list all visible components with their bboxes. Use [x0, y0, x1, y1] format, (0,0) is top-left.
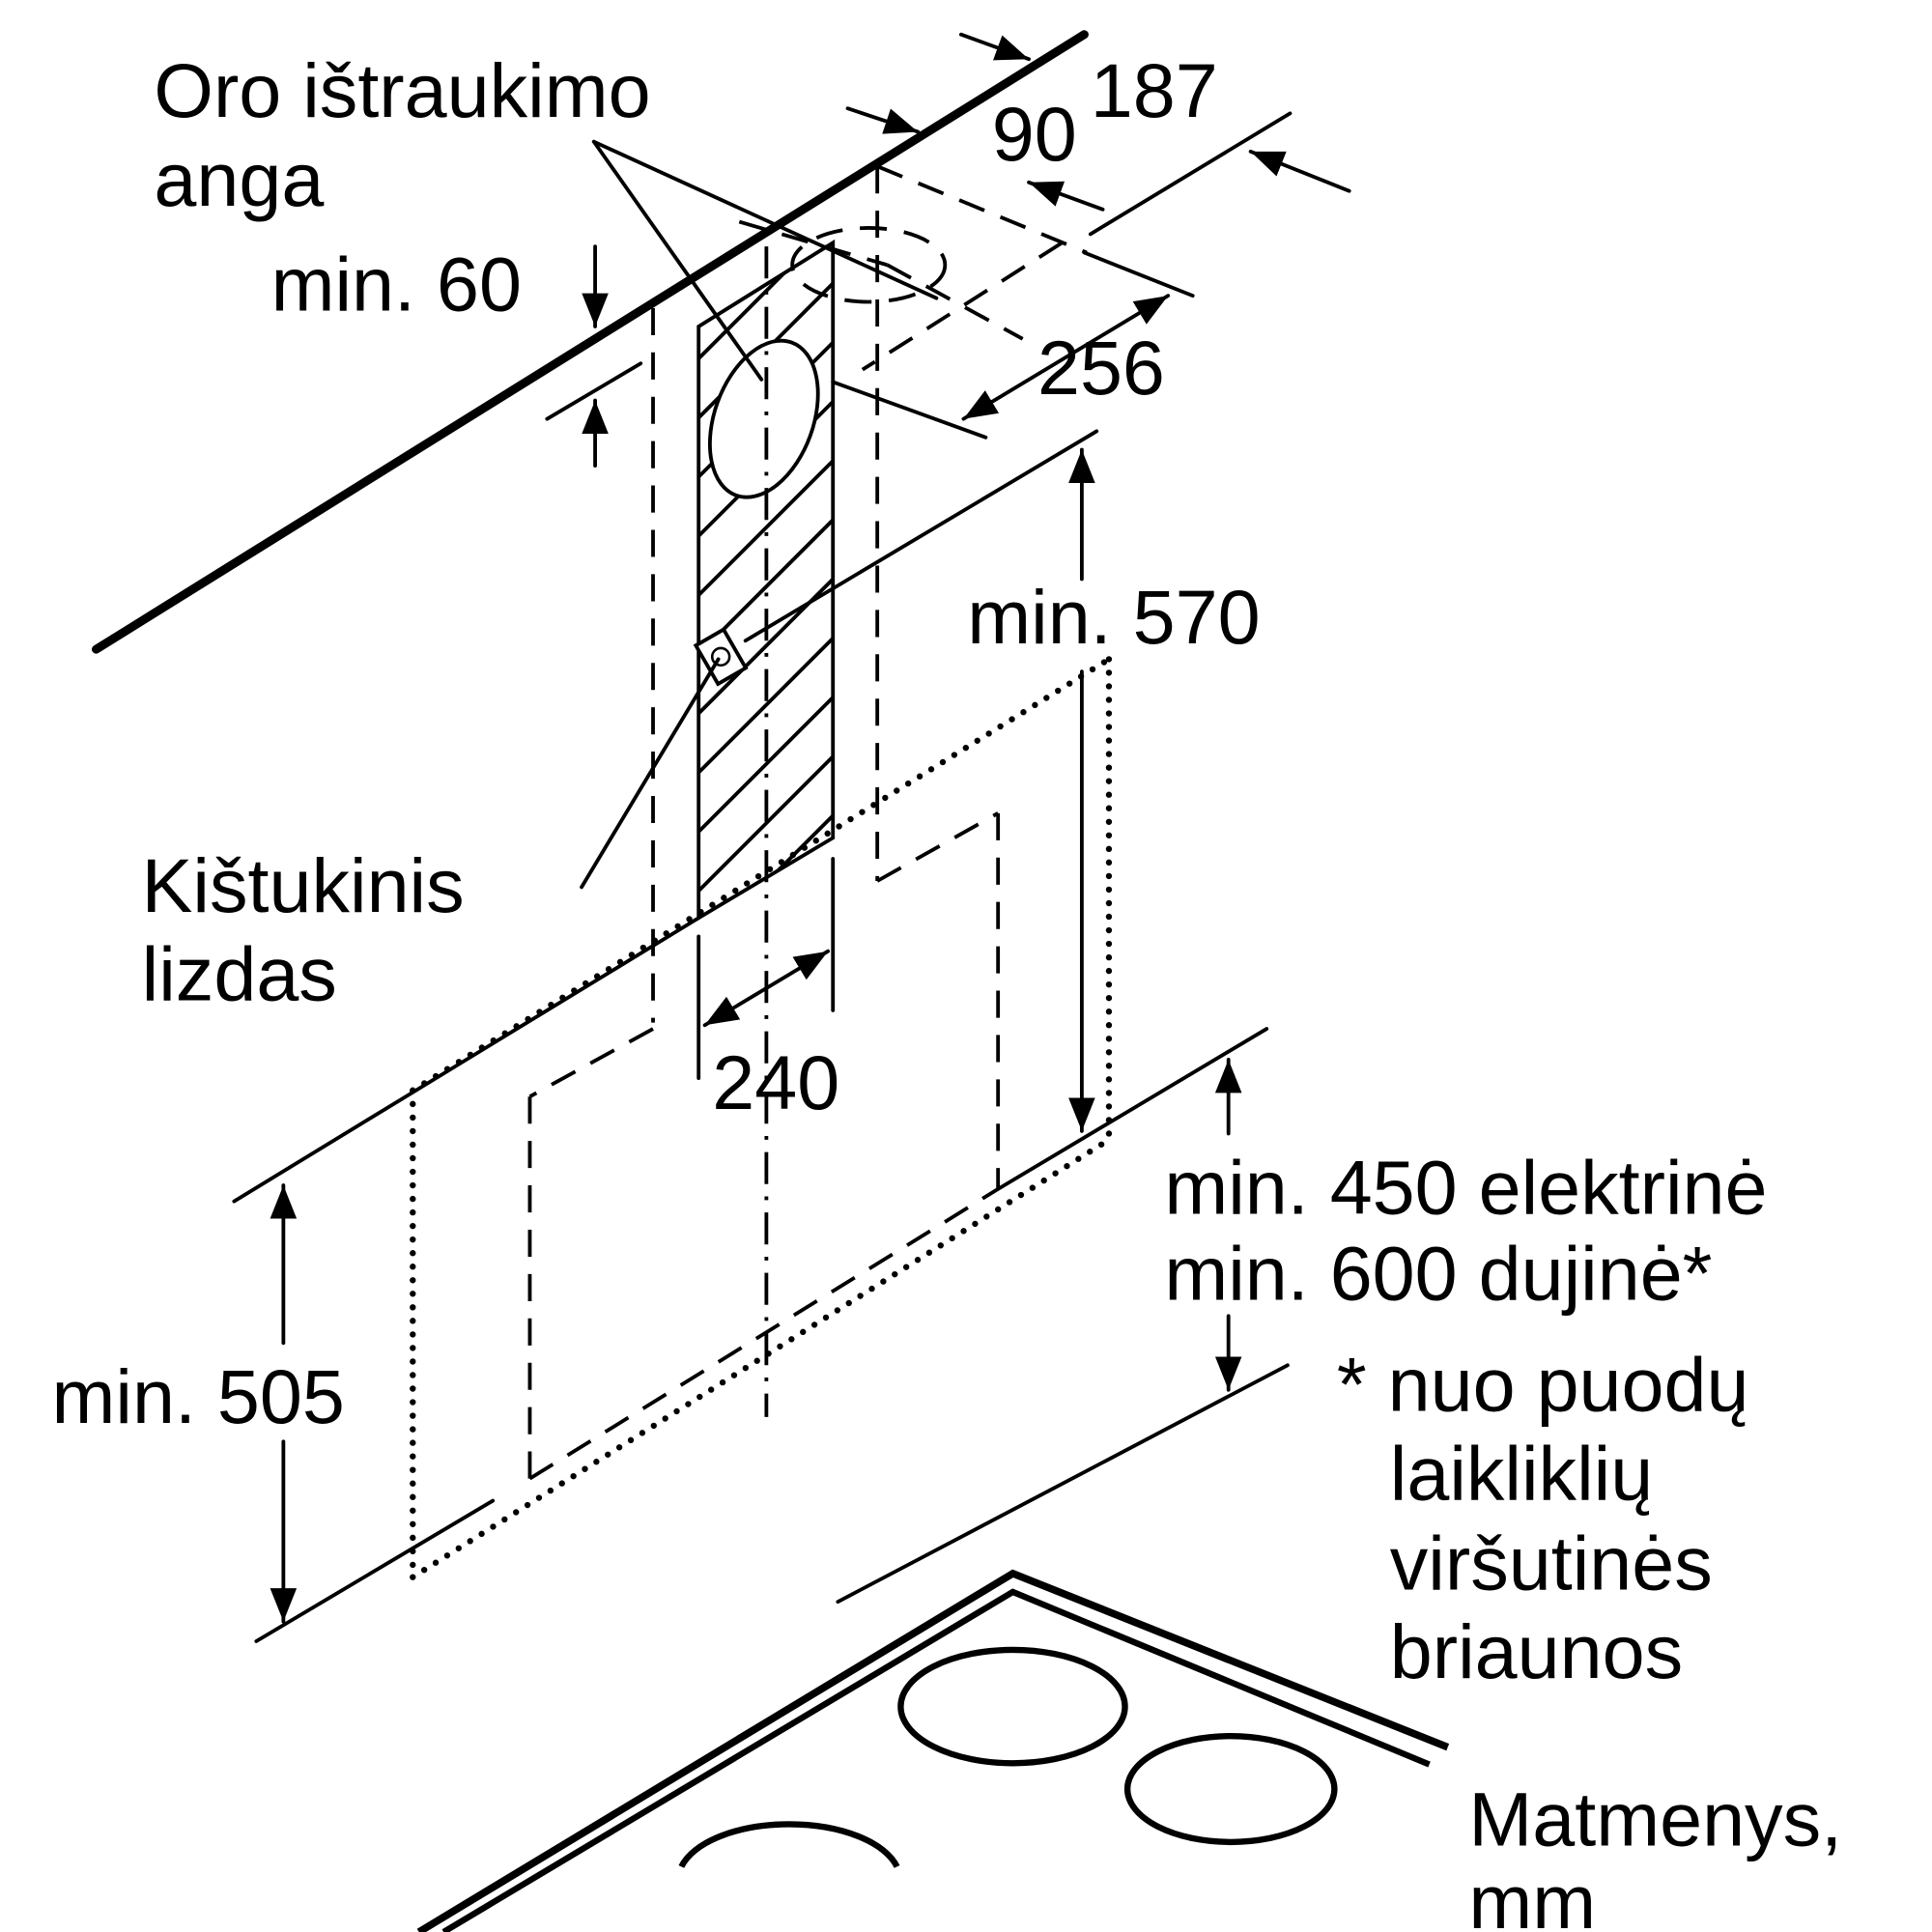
- label-min600: min. 600 dujinė*: [1164, 1231, 1712, 1317]
- label-min450: min. 450 elektrinė: [1164, 1144, 1767, 1230]
- label-187: 187: [1091, 47, 1218, 133]
- label-90: 90: [992, 91, 1077, 177]
- hatch-line: [698, 856, 834, 919]
- label-note-2: laikliklių: [1390, 1430, 1653, 1516]
- label-min60: min. 60: [271, 241, 522, 327]
- label-256: 256: [1037, 325, 1165, 411]
- hood-outline: [410, 656, 1113, 1580]
- label-units-2: mm: [1468, 1859, 1596, 1932]
- socket-icon: [693, 627, 749, 687]
- label-note: * nuo puodų: [1337, 1341, 1749, 1427]
- hatch-line: [698, 678, 834, 842]
- hatch-line: [698, 797, 834, 919]
- ceiling-line: [92, 30, 1089, 654]
- cooktop: [416, 1569, 1450, 1932]
- duct-outline: [527, 164, 1088, 1481]
- label-240: 240: [712, 1039, 839, 1125]
- label-socket-2: lizdas: [142, 931, 337, 1017]
- hatch-line: [698, 560, 834, 724]
- hatch-line: [698, 619, 834, 783]
- label-units: Matmenys,: [1468, 1776, 1842, 1862]
- label-socket: Kištukinis: [142, 842, 465, 928]
- burner: [1123, 1733, 1338, 1846]
- label-min570: min. 570: [967, 574, 1260, 660]
- hatch-line: [698, 242, 834, 369]
- label-air-outlet: Oro ištraukimo: [154, 47, 650, 133]
- burner: [897, 1646, 1128, 1767]
- hatch-line: [698, 441, 834, 606]
- label-min505: min. 505: [52, 1353, 345, 1439]
- hatch-line: [698, 737, 834, 901]
- dimension-arrows: [270, 32, 1351, 1624]
- burner: [678, 1821, 900, 1868]
- reference-lines: [232, 111, 1293, 1643]
- label-note-4: briaunos: [1390, 1608, 1683, 1694]
- label-note-3: viršutinės: [1390, 1520, 1713, 1605]
- leader-lines: [580, 139, 939, 890]
- air-outlet-opening: [707, 338, 820, 499]
- label-air-outlet-2: anga: [154, 136, 324, 222]
